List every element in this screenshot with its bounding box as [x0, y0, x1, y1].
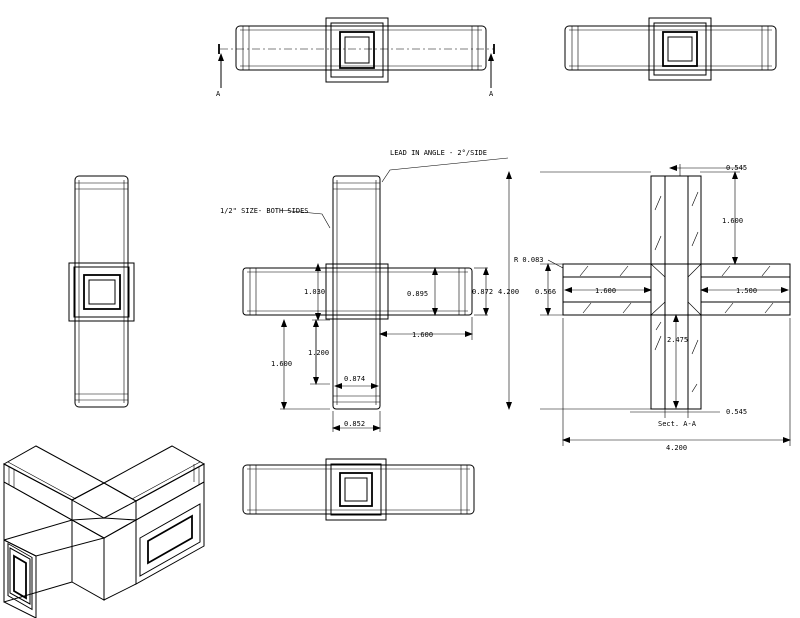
dimension-1-200: 1.200 [308, 349, 329, 357]
dimension-0-566: 0.566 [535, 288, 556, 296]
section-a-a-view [562, 175, 791, 410]
isometric-view [2, 445, 206, 618]
dimension-1-600-horizontal: 1.600 [412, 331, 433, 339]
dimension-4-200-horizontal: 4.200 [666, 444, 687, 452]
radius-note: R 0.083 [514, 256, 544, 264]
dimension-4-200-vertical: 4.200 [498, 288, 519, 296]
dimension-0-545-bottom: 0.545 [726, 408, 747, 416]
dimension-0-545-top: 0.545 [726, 164, 747, 172]
dimension-0-872: 0.872 [472, 288, 493, 296]
section-marker-right: A [489, 90, 494, 98]
bottom-elevation-view [242, 458, 475, 521]
dimension-1-500-section-right: 1.500 [736, 287, 757, 295]
section-view-label: Sect. A-A [658, 420, 697, 428]
dimension-2-475: 2.475 [667, 336, 688, 344]
dimension-1-600-section-left: 1.600 [595, 287, 616, 295]
dimension-0-874: 0.874 [344, 375, 365, 383]
dimension-1-600-section-vertical: 1.600 [722, 217, 743, 225]
top-right-elevation-view [564, 17, 777, 81]
dimension-0-895: 0.895 [407, 290, 428, 298]
top-elevation-view [218, 17, 495, 88]
dimension-1-600-vertical: 1.600 [271, 360, 292, 368]
front-cross-view [242, 157, 509, 410]
section-dimension-lines [506, 164, 791, 446]
left-side-elevation-view [68, 175, 135, 408]
half-inch-size-note: 1/2" SIZE- BOTH SIDES [220, 207, 309, 215]
section-marker-left: A [216, 90, 221, 98]
dimension-1-030: 1.030 [304, 288, 325, 296]
front-view-dimension-lines [280, 263, 489, 432]
lead-in-angle-note: LEAD IN ANGLE - 2°/SIDE [390, 149, 487, 157]
dimension-0-852: 0.852 [344, 420, 365, 428]
